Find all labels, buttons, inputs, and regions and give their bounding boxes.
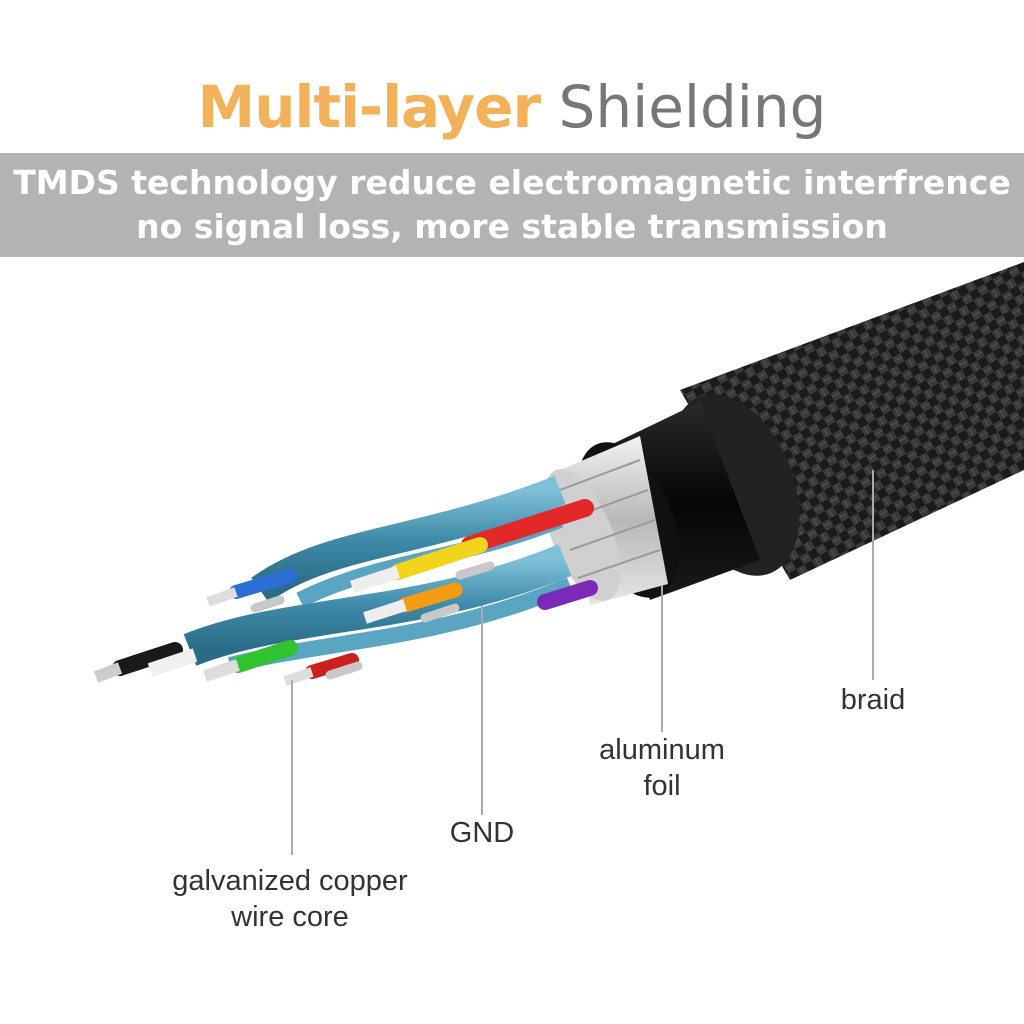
callout-braid: braid — [820, 682, 926, 718]
banner-line-2: no signal loss, more stable transmission — [136, 207, 888, 246]
feature-banner: TMDS technology reduce electromagnetic i… — [0, 153, 1024, 257]
callout-braid-text: braid — [840, 684, 906, 716]
colored-wire-green — [203, 640, 298, 682]
headline-accent: Multi-layer — [197, 73, 542, 141]
callout-leader-lines — [291, 470, 874, 855]
callout-core: galvanized copper wire core — [150, 863, 430, 935]
colored-wire-orange — [363, 582, 463, 624]
callout-aluminum-foil-line-1: aluminum — [599, 734, 725, 766]
colored-wire-dark-red — [283, 653, 359, 686]
callout-aluminum-foil: aluminum foil — [580, 732, 744, 804]
colored-wire-red — [461, 499, 594, 554]
colored-wire-purple — [537, 580, 598, 610]
copper-core-tips — [250, 561, 495, 680]
callout-gnd: GND — [432, 815, 532, 851]
colored-wire-black — [93, 642, 198, 683]
callout-core-line-1: galvanized copper — [172, 865, 408, 897]
banner-line-1: TMDS technology reduce electromagnetic i… — [13, 163, 1011, 202]
headline: Multi-layer Shielding — [0, 72, 1024, 142]
colored-wire-yellow — [349, 537, 488, 594]
headline-rest: Shielding — [558, 73, 827, 141]
colored-wire-blue — [206, 569, 297, 607]
callout-core-line-2: wire core — [231, 901, 349, 933]
callout-aluminum-foil-line-2: foil — [643, 770, 681, 802]
callout-gnd-text: GND — [449, 817, 515, 849]
